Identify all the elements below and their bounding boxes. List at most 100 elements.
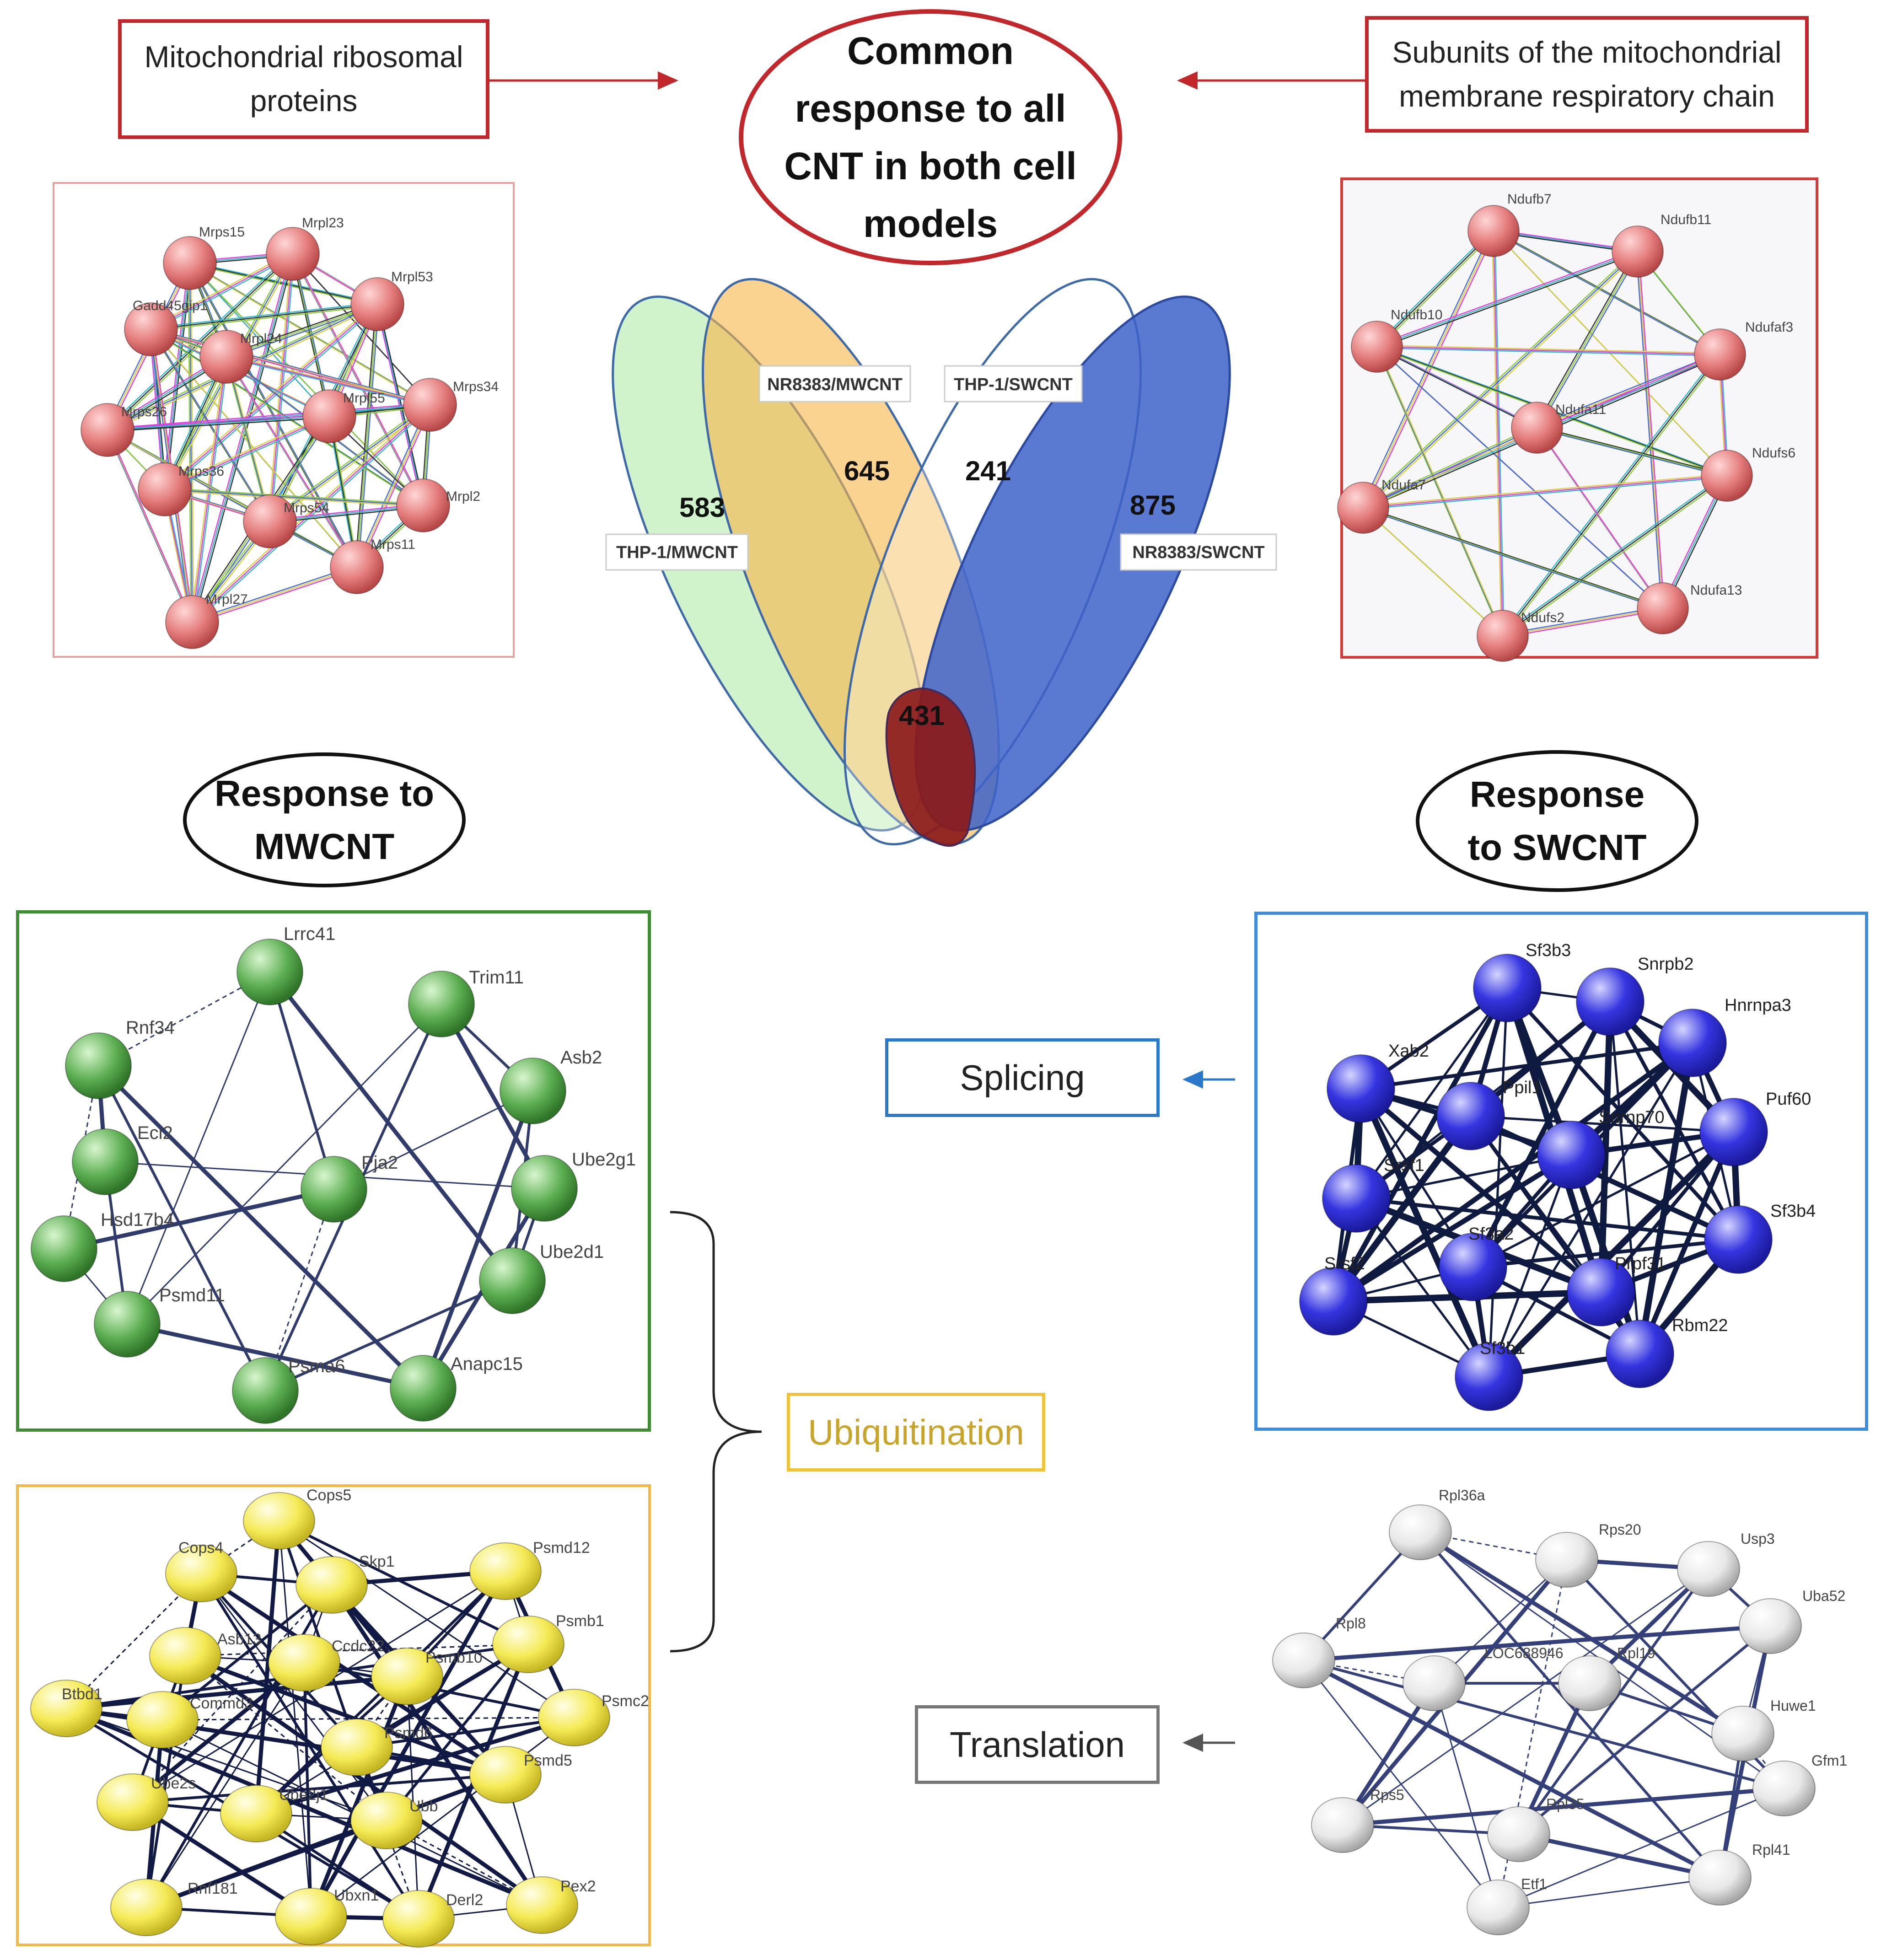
network-edge [1537,252,1640,430]
network-node-label: Rpl19 [1617,1645,1655,1661]
network-edge [330,1584,544,1906]
venn-diagram: NR8383/MWCNT THP-1/SWCNT THP-1/MWCNT NR8… [605,278,1277,847]
network-edge [309,1570,507,1918]
network-node [1511,402,1563,454]
network-node-label: Psmd6 [384,1724,433,1742]
network-node [138,462,192,516]
network-node-label: Ndufb7 [1507,192,1552,207]
network-edge [192,404,430,623]
network-edge [163,302,376,489]
network-edge [1433,1559,1568,1684]
network-node [149,1627,221,1685]
network-node-label: Sf3a2 [1468,1224,1514,1244]
network-edge [149,327,429,404]
network-edge [1535,250,1637,427]
network-node [1752,1761,1816,1816]
network-node-label: Mrpl53 [391,269,433,285]
network-node [275,1888,347,1945]
network-node [403,378,457,432]
network-edge [1364,509,1505,638]
network-node [110,1879,183,1936]
respiratory-network: Ndufb7Ndufb11Ndufb10Ndufaf3Ndufa11Ndufs6… [1337,192,1795,662]
network-edge [1364,232,1496,510]
network-node-label: Rps20 [1599,1521,1641,1538]
network-node-label: Rpl36a [1439,1487,1485,1504]
network-node [1637,582,1689,634]
network-node [1658,1009,1727,1077]
network-edge [1537,427,1727,477]
network-node-label: Ndufb10 [1391,307,1442,322]
network-edge [163,414,328,489]
response-swcnt-oval: Response to SWCNT [1416,750,1698,892]
network-edge [268,971,514,1282]
network-edge [1472,1131,1735,1268]
network-edge [355,403,430,566]
ubiquitination-label: Ubiquitination [787,1393,1045,1471]
network-edge [200,1572,507,1777]
ribosomal-network: Mrps15Mrpl23Mrpl53Gadd45gip1Mrpl24Mrps34… [81,215,499,649]
network-node-label: Mrpl23 [302,215,344,231]
network-edge [1537,354,1720,429]
network-edge [226,356,430,406]
network-node [1403,1655,1466,1711]
network-node [97,1773,169,1831]
network-node [1455,1342,1523,1411]
network-edge [166,417,331,492]
network-node [165,1545,237,1602]
network-edge [1498,1877,1720,1908]
network-edge [1376,346,1537,429]
network-node-label: Psmb1 [556,1612,604,1630]
network-edge [278,1520,529,1646]
network-edge [1376,346,1720,355]
network-node-label: Ccdc22 [332,1638,384,1655]
network-edge [1355,1197,1490,1378]
network-edge [152,305,379,332]
network-node [1439,1233,1507,1301]
network-edge [375,302,423,505]
network-edge [356,404,431,568]
network-node [1677,1541,1740,1597]
network-edge [1378,232,1495,349]
network-edge [1535,352,1719,427]
network-node-label: Mrps11 [371,537,415,552]
network-node-label: Rpl41 [1752,1842,1790,1858]
network-edge [1356,1154,1572,1200]
network-node-label: Trim11 [469,967,524,988]
ribosomal-network-panel [53,182,515,658]
network-node-label: Lrrc41 [284,924,335,944]
network-edge [1358,1087,1492,1378]
network-node [94,1291,161,1358]
network-edge [1470,1115,1734,1133]
network-edge [1363,475,1727,509]
network-node-label: Psma6 [288,1356,345,1376]
network-edge [406,1676,419,1919]
network-node [165,595,219,649]
network-node [1337,482,1389,534]
network-node-label: Mrpl24 [240,331,282,346]
network-edge [225,354,429,404]
network-node-label: LOC688946 [1484,1645,1564,1661]
network-node-label: Gfm1 [1811,1752,1847,1769]
network-edge [162,1719,543,1906]
ubiquitination-brace [670,1211,762,1653]
network-node-label: Skp1 [359,1553,395,1570]
network-node-label: Mrps26 [121,404,167,419]
network-node [469,1542,542,1600]
network-node-label: Ube2g1 [572,1149,636,1170]
network-edge [254,1520,281,1814]
network-edge [356,1676,408,1748]
network-edge [164,489,424,506]
network-edge [190,355,226,621]
mwcnt-yellow-network-panel [16,1484,651,1946]
network-node [371,1648,443,1705]
network-edge [1363,251,1638,508]
network-edge [107,430,193,623]
network-edge [164,304,378,490]
network-node [296,1556,368,1614]
network-edge [131,1800,312,1918]
network-edge [1494,231,1722,357]
